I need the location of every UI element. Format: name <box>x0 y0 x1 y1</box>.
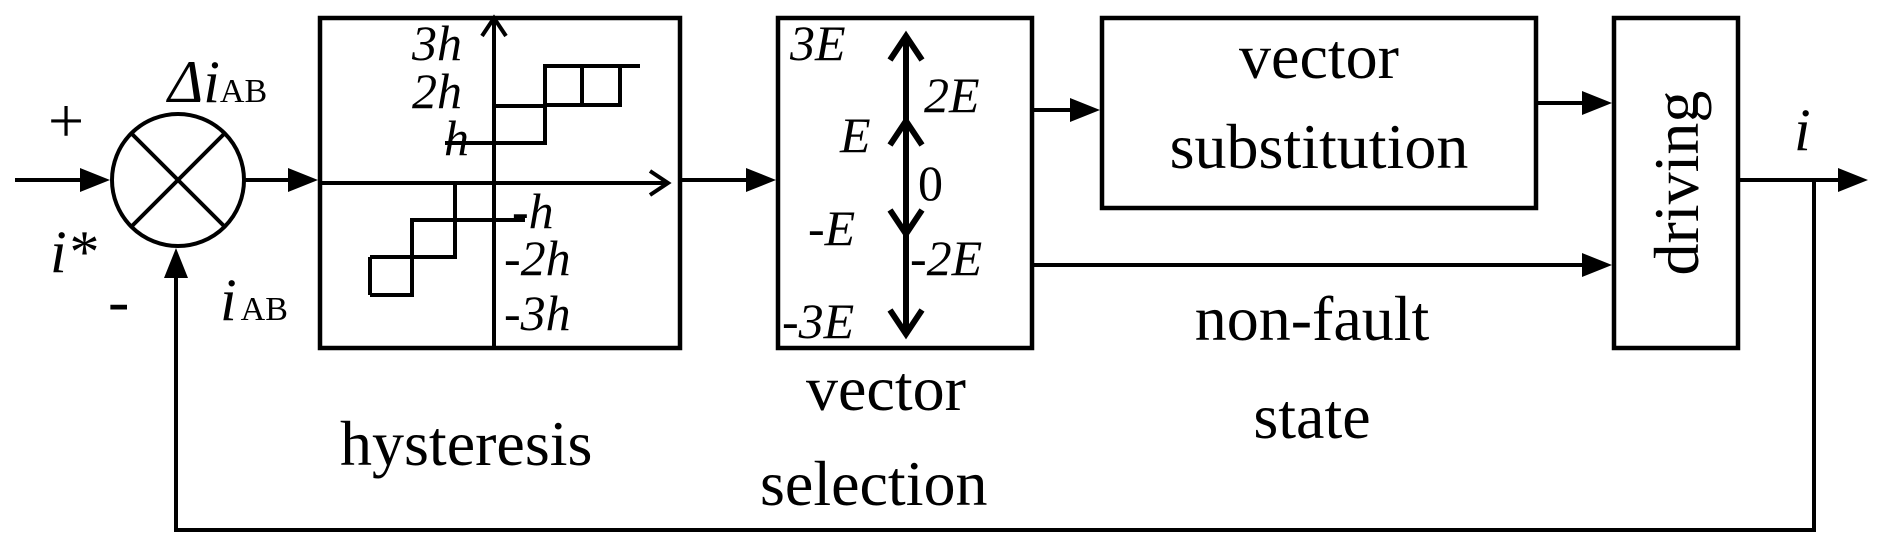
reference-current-label: i* <box>50 219 97 285</box>
output-current-label: i <box>1794 97 1811 163</box>
feedback-path <box>164 180 1816 532</box>
minus-sign: - <box>108 265 129 336</box>
vector-3E: 3E <box>789 15 846 71</box>
current-error-label: ΔiAB <box>166 49 267 115</box>
non-fault-label-line2: state <box>1253 381 1370 452</box>
hysteresis-staircase-positive <box>445 64 640 145</box>
substitution-label-line1: vector <box>1239 21 1399 92</box>
plus-sign: + <box>48 85 84 156</box>
vector-zero: 0 <box>918 155 943 211</box>
non-fault-label-line1: non-fault <box>1195 283 1430 354</box>
vector-substitution-block <box>1099 15 1539 211</box>
non-fault-arrow <box>1032 253 1612 277</box>
hysteresis-caption: hysteresis <box>340 408 592 479</box>
substitution-label-line2: substitution <box>1170 111 1469 182</box>
input-arrow <box>15 168 110 192</box>
summing-junction <box>110 112 246 248</box>
vector-minus-2E: -2E <box>910 230 982 286</box>
error-arrow <box>244 168 318 192</box>
driving-label: driving <box>1641 91 1712 276</box>
vector-minus-3E: -3E <box>782 293 854 349</box>
level-minus-3h: -3h <box>504 285 571 341</box>
vector-2E: 2E <box>924 67 980 123</box>
driving-block <box>1611 15 1741 351</box>
vector-E: E <box>839 107 871 163</box>
substitution-output-arrow <box>1536 91 1612 115</box>
output-arrow <box>1738 168 1868 192</box>
vector-selection-arrows <box>887 30 925 340</box>
level-minus-2h: -2h <box>504 230 571 286</box>
hysteresis-output-arrow <box>680 168 776 192</box>
to-substitution-arrow <box>1032 98 1100 122</box>
vector-selection-caption-line1: vector <box>806 353 966 424</box>
level-minus-h: -h <box>512 183 554 239</box>
level-3h: 3h <box>411 15 462 71</box>
level-h: h <box>444 110 469 166</box>
hysteresis-staircase-negative <box>368 185 525 297</box>
level-2h: 2h <box>412 63 462 119</box>
hysteresis-axes <box>320 14 672 348</box>
vector-selection-caption-line2: selection <box>760 448 987 519</box>
vector-minus-E: -E <box>808 200 855 256</box>
